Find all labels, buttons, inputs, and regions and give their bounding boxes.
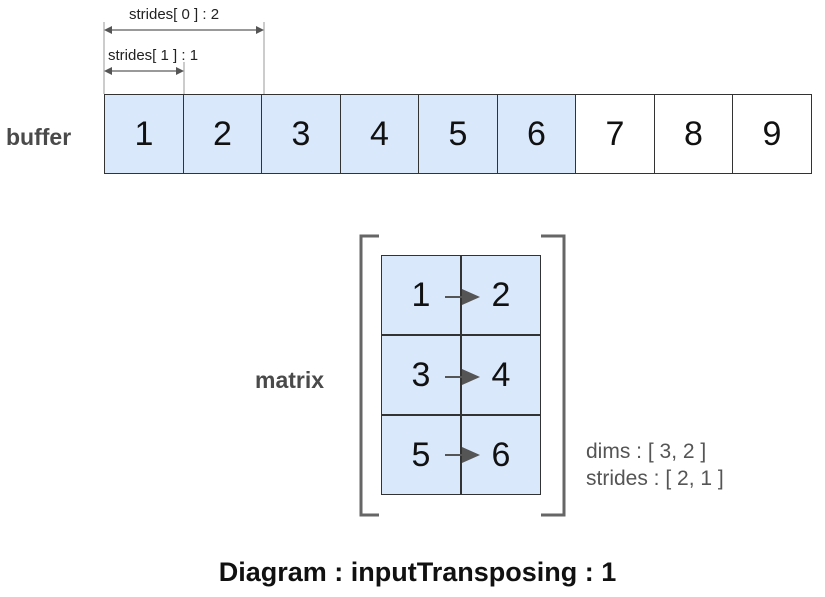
matrix-cell: 2: [461, 255, 541, 335]
matrix-cell: 5: [381, 415, 461, 495]
buffer-cell: 2: [182, 94, 263, 174]
buffer-cell: 7: [575, 94, 655, 174]
stride-1-label: strides[ 1 ] : 1: [108, 47, 199, 64]
matrix-cell: 1: [381, 255, 461, 335]
stride-0-label: strides[ 0 ] : 2: [129, 6, 220, 23]
matrix-grid: 1 2 3 4 5 6: [381, 255, 542, 495]
matrix-bracket-right: [541, 234, 566, 517]
buffer-cell: 3: [261, 94, 341, 174]
buffer-cell: 5: [418, 94, 498, 174]
buffer-cell: 6: [496, 94, 577, 174]
buffer-cell: 8: [653, 94, 734, 174]
buffer-cell: 4: [339, 94, 420, 174]
strides-label: strides : [ 2, 1 ]: [586, 467, 724, 490]
buffer-cell: 9: [732, 94, 812, 174]
diagram-title: Diagram : inputTransposing : 1: [218, 557, 617, 587]
matrix-bracket-left: [359, 234, 379, 517]
buffer-label: buffer: [6, 124, 72, 150]
matrix-cell: 3: [381, 335, 461, 415]
matrix-cell: 4: [461, 335, 541, 415]
dims-label: dims : [ 3, 2 ]: [586, 440, 707, 463]
matrix-cell: 6: [461, 415, 541, 495]
matrix-label: matrix: [255, 367, 325, 393]
buffer-array: 1 2 3 4 5 6 7 8 9: [104, 94, 812, 174]
buffer-cell: 1: [104, 94, 184, 174]
